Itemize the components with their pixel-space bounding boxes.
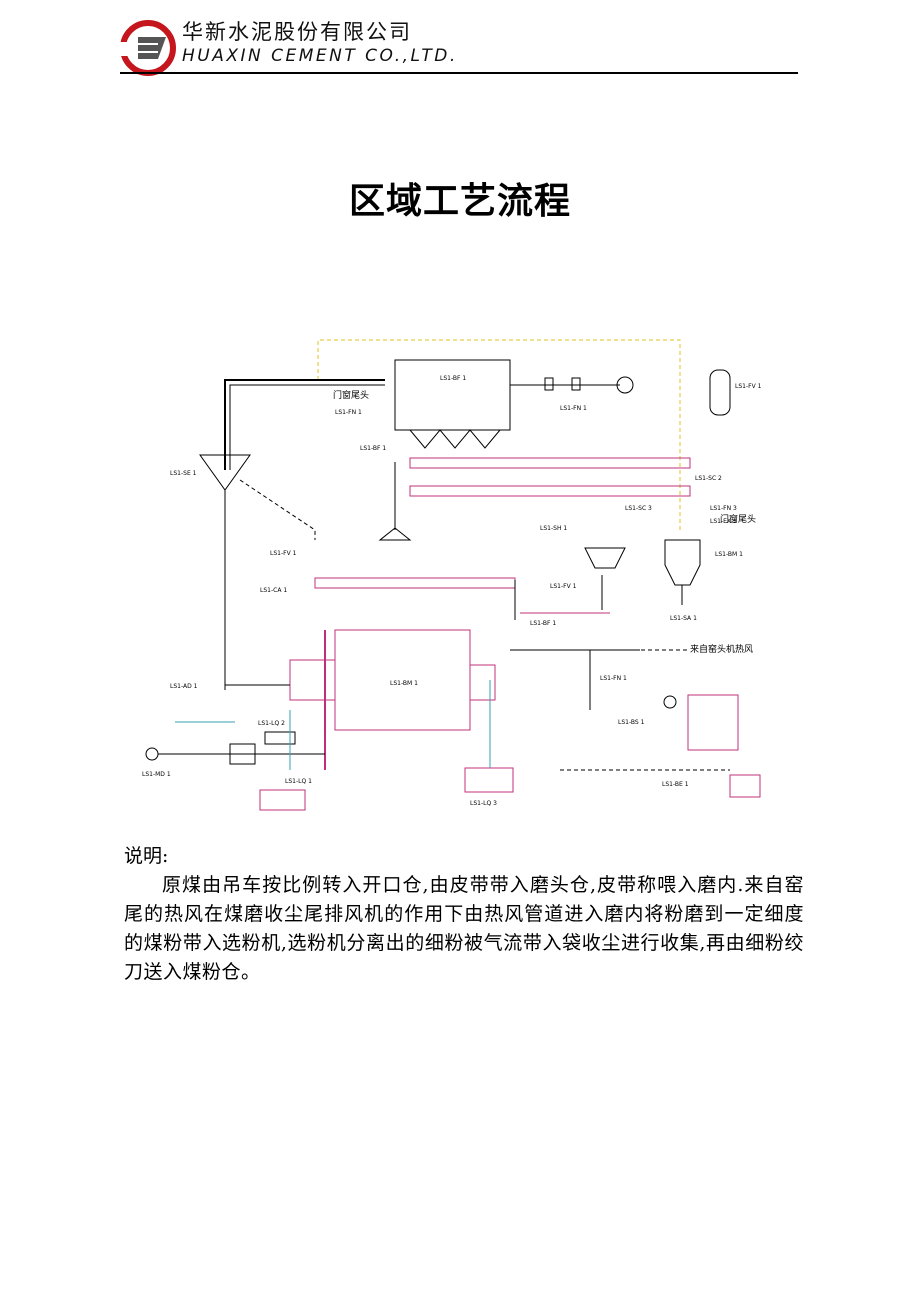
label-kiln-air: 来自窑头机热风: [690, 643, 753, 655]
page-title: 区域工艺流程: [348, 181, 571, 222]
label-bag-filter: LS1-BF 1: [440, 375, 466, 382]
feed-conveyor: [314, 577, 516, 589]
label-side: 门窗尾头: [720, 513, 756, 525]
company-name-en: HUAXIN CEMENT CO.,LTD.: [182, 46, 458, 66]
label-bs: LS1-BS 1: [618, 719, 645, 726]
label-sa: LS1-SA 1: [670, 615, 697, 622]
process-flow-diagram: LS1-BF 1 LS1-FN 1 LS1-FN 1 LS1-FV 1 LS1-…: [142, 339, 762, 811]
label-sh: LS1-SH 1: [540, 525, 567, 532]
screw-conveyor-2: [409, 485, 691, 497]
control-box: [687, 694, 739, 751]
label-ad: LS1-AD 1: [170, 683, 198, 690]
motor-icon: [145, 747, 159, 761]
label-ex3: LS1-EX 3: [710, 518, 737, 525]
bag-filter-shape: [394, 359, 511, 431]
company-logo-icon: [120, 20, 176, 76]
label-fan: LS1-FN 1: [560, 405, 587, 412]
separator-shape: [199, 454, 251, 491]
label-ca: LS1-CA 1: [260, 587, 287, 594]
lq1-box: [259, 789, 306, 811]
label-fv-mid: LS1-FV 1: [550, 583, 577, 590]
label-lq2: LS1-LQ 2: [258, 720, 285, 727]
label-sc3: LS1-SC 3: [625, 505, 652, 512]
label-fn3: LS1-FN 3: [710, 505, 737, 512]
label-bf-1: LS1-BF 1: [360, 445, 386, 452]
lq3-box: [464, 767, 514, 793]
left-duct-line: [224, 379, 385, 470]
letterhead: 华新水泥股份有限公司 HUAXIN CEMENT CO.,LTD.: [120, 14, 798, 76]
header-divider: [120, 72, 798, 74]
label-chimney: 门窗尾头: [333, 389, 369, 401]
description-label: 说明:: [124, 845, 169, 867]
label-motor: LS1-MD 1: [142, 771, 171, 778]
description-text: 原煤由吊车按比例转入开口仓,由皮带带入磨头仓,皮带称喂入磨内.来自窑尾的热风在煤…: [124, 874, 804, 983]
hot-air-duct-line: [317, 339, 681, 530]
description: 说明: 原煤由吊车按比例转入开口仓,由皮带带入磨头仓,皮带称喂入磨内.来自窑尾的…: [124, 842, 804, 987]
label-lq1: LS1-LQ 1: [285, 778, 312, 785]
label-fv-tank: LS1-FV 1: [735, 383, 762, 390]
tank-shape: [709, 369, 731, 416]
company-name-cn: 华新水泥股份有限公司: [182, 20, 412, 44]
label-separator: LS1-SE 1: [170, 470, 197, 477]
label-fn-left: LS1-FN 1: [335, 409, 362, 416]
label-bf-belt: LS1-BF 1: [530, 620, 556, 627]
label-fv-feed: LS1-FV 1: [270, 550, 297, 557]
fan-icon: [616, 376, 634, 394]
label-sc2: LS1-SC 2: [695, 475, 722, 482]
label-be: LS1-BE 1: [662, 781, 689, 788]
label-coal-mill: LS1-BM 1: [390, 680, 418, 687]
label-lq3: LS1-LQ 3: [470, 800, 497, 807]
screw-conveyor-1: [409, 457, 691, 469]
label-bm-silo: LS1-BM 1: [715, 551, 743, 558]
coal-silo-shape: [664, 539, 701, 586]
label-fn-kiln: LS1-FN 1: [600, 675, 627, 682]
